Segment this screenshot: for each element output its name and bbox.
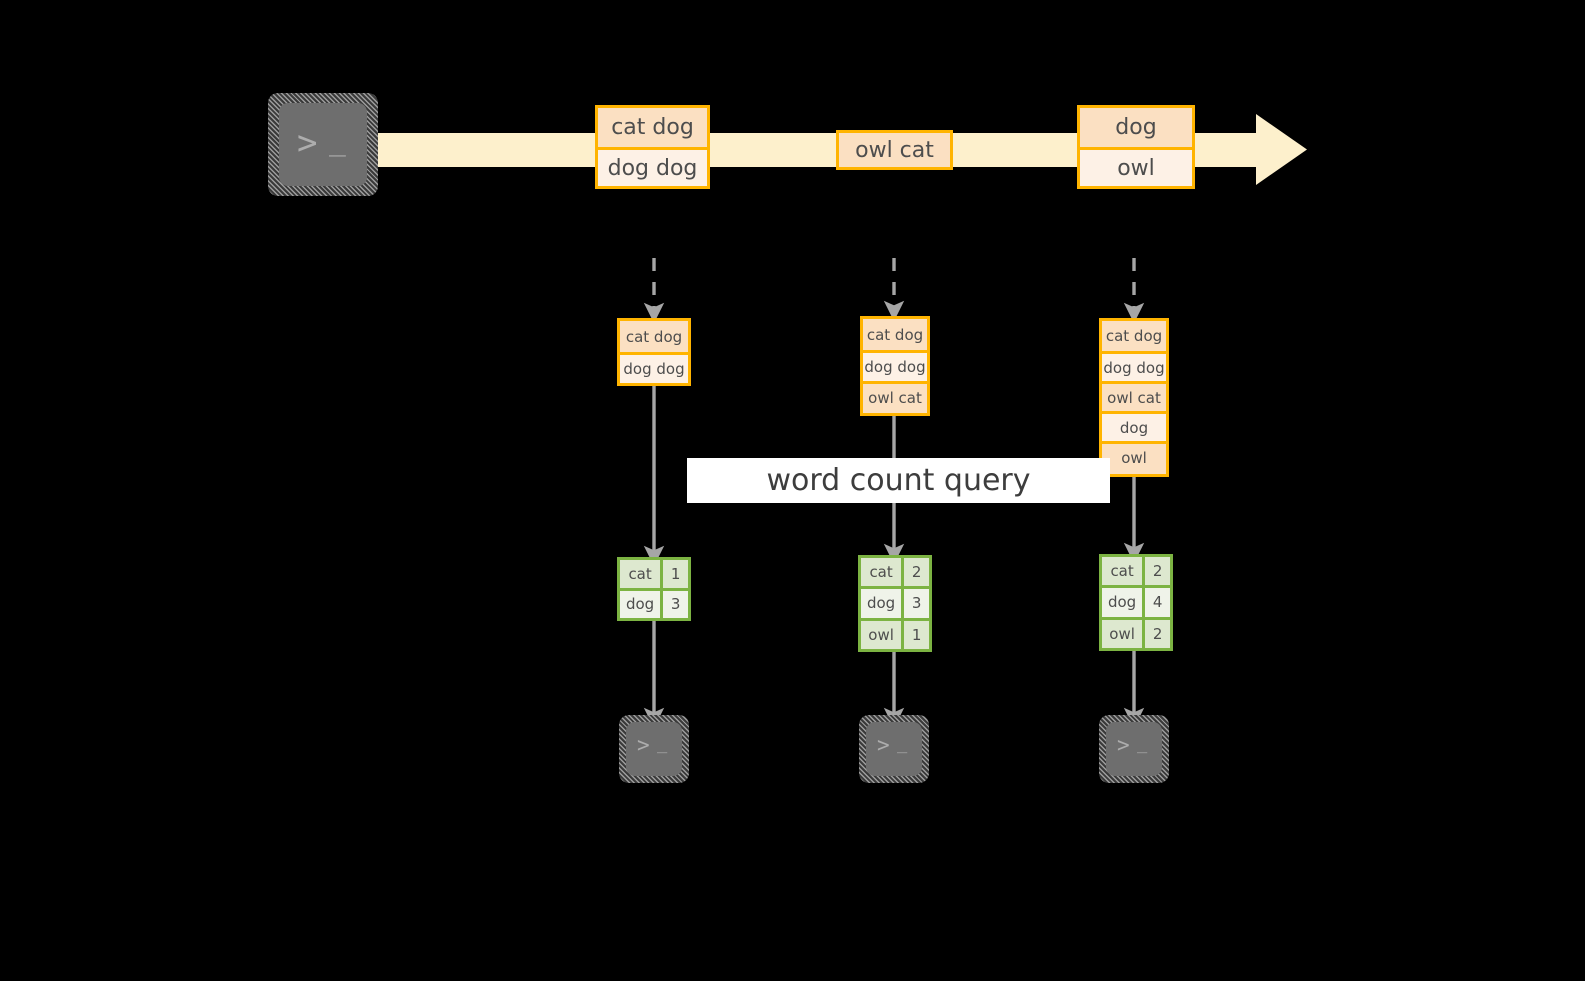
terminal-prompt-glyph: > [1117, 733, 1131, 757]
terminal-prompt-glyph: > [637, 733, 651, 757]
stream-batch-2: owl cat [836, 130, 953, 170]
result-count: 2 [1142, 557, 1170, 586]
sink-terminal-trigger-3: > _ [1099, 715, 1169, 783]
result-table-trigger-2: cat 2 dog 3 owl 1 [858, 555, 932, 652]
result-count: 2 [1142, 619, 1170, 648]
unbounded-row: cat dog [620, 321, 688, 352]
table-row: dog 4 [1102, 585, 1170, 617]
table-row: cat 2 [1102, 557, 1170, 586]
sink-terminal-trigger-2: > _ [859, 715, 929, 783]
result-word: cat [620, 560, 661, 588]
terminal-prompt-glyph: > [297, 123, 320, 163]
unbounded-row: dog dog [1102, 351, 1166, 381]
table-row: cat 2 [861, 558, 929, 587]
result-count: 4 [1142, 588, 1170, 617]
result-table-trigger-1: cat 1 dog 3 [617, 557, 691, 621]
result-word: cat [861, 558, 902, 587]
result-word: cat [1102, 557, 1143, 586]
stream-batch-1: cat dog dog dog [595, 105, 710, 189]
stream-batch-1-line-1: cat dog [598, 108, 707, 147]
result-count: 1 [660, 560, 688, 588]
unbounded-row: owl cat [863, 381, 927, 412]
result-word: dog [861, 589, 902, 618]
query-label-band: word count query [687, 458, 1110, 503]
terminal-screen [626, 722, 682, 776]
unbounded-row: cat dog [863, 319, 927, 350]
sink-arrows [643, 621, 1145, 729]
result-word: dog [1102, 588, 1143, 617]
stream-batch-1-line-2: dog dog [598, 147, 707, 186]
terminal-cursor-glyph: _ [897, 734, 909, 754]
terminal-cursor-glyph: _ [329, 124, 348, 157]
terminal-cursor-glyph: _ [1137, 734, 1149, 754]
result-count: 3 [901, 589, 929, 618]
table-row: dog 3 [861, 586, 929, 618]
table-row: dog 3 [620, 587, 688, 618]
table-row: owl 2 [1102, 616, 1170, 648]
result-word: dog [620, 590, 661, 618]
unbounded-row: owl cat [1102, 381, 1166, 411]
result-count: 3 [660, 590, 688, 618]
terminal-screen [279, 103, 367, 186]
result-table-trigger-3: cat 2 dog 4 owl 2 [1099, 554, 1173, 651]
dashed-feed-arrows [643, 258, 1145, 324]
stream-batch-3-line-1: dog [1080, 108, 1192, 147]
unbounded-table-trigger-3: cat dog dog dog owl cat dog owl [1099, 318, 1169, 477]
unbounded-table-trigger-1: cat dog dog dog [617, 318, 691, 386]
unbounded-row: dog dog [863, 350, 927, 381]
result-word: owl [1102, 619, 1143, 648]
unbounded-row: dog [1102, 411, 1166, 441]
source-terminal-icon: > _ [268, 93, 378, 196]
terminal-cursor-glyph: _ [657, 734, 669, 754]
result-word: owl [861, 620, 902, 649]
terminal-screen [1106, 722, 1162, 776]
unbounded-row: cat dog [1102, 321, 1166, 351]
unbounded-row: owl [1102, 441, 1166, 471]
result-count: 2 [901, 558, 929, 587]
stream-batch-2-line-1: owl cat [839, 133, 950, 167]
terminal-screen [866, 722, 922, 776]
unbounded-table-trigger-2: cat dog dog dog owl cat [860, 316, 930, 416]
sink-terminal-trigger-1: > _ [619, 715, 689, 783]
table-row: cat 1 [620, 560, 688, 588]
query-label-text: word count query [766, 463, 1031, 498]
stream-batch-3: dog owl [1077, 105, 1195, 189]
result-count: 1 [901, 620, 929, 649]
table-row: owl 1 [861, 617, 929, 649]
unbounded-row: dog dog [620, 352, 688, 383]
terminal-prompt-glyph: > [877, 733, 891, 757]
stream-batch-3-line-2: owl [1080, 147, 1192, 186]
